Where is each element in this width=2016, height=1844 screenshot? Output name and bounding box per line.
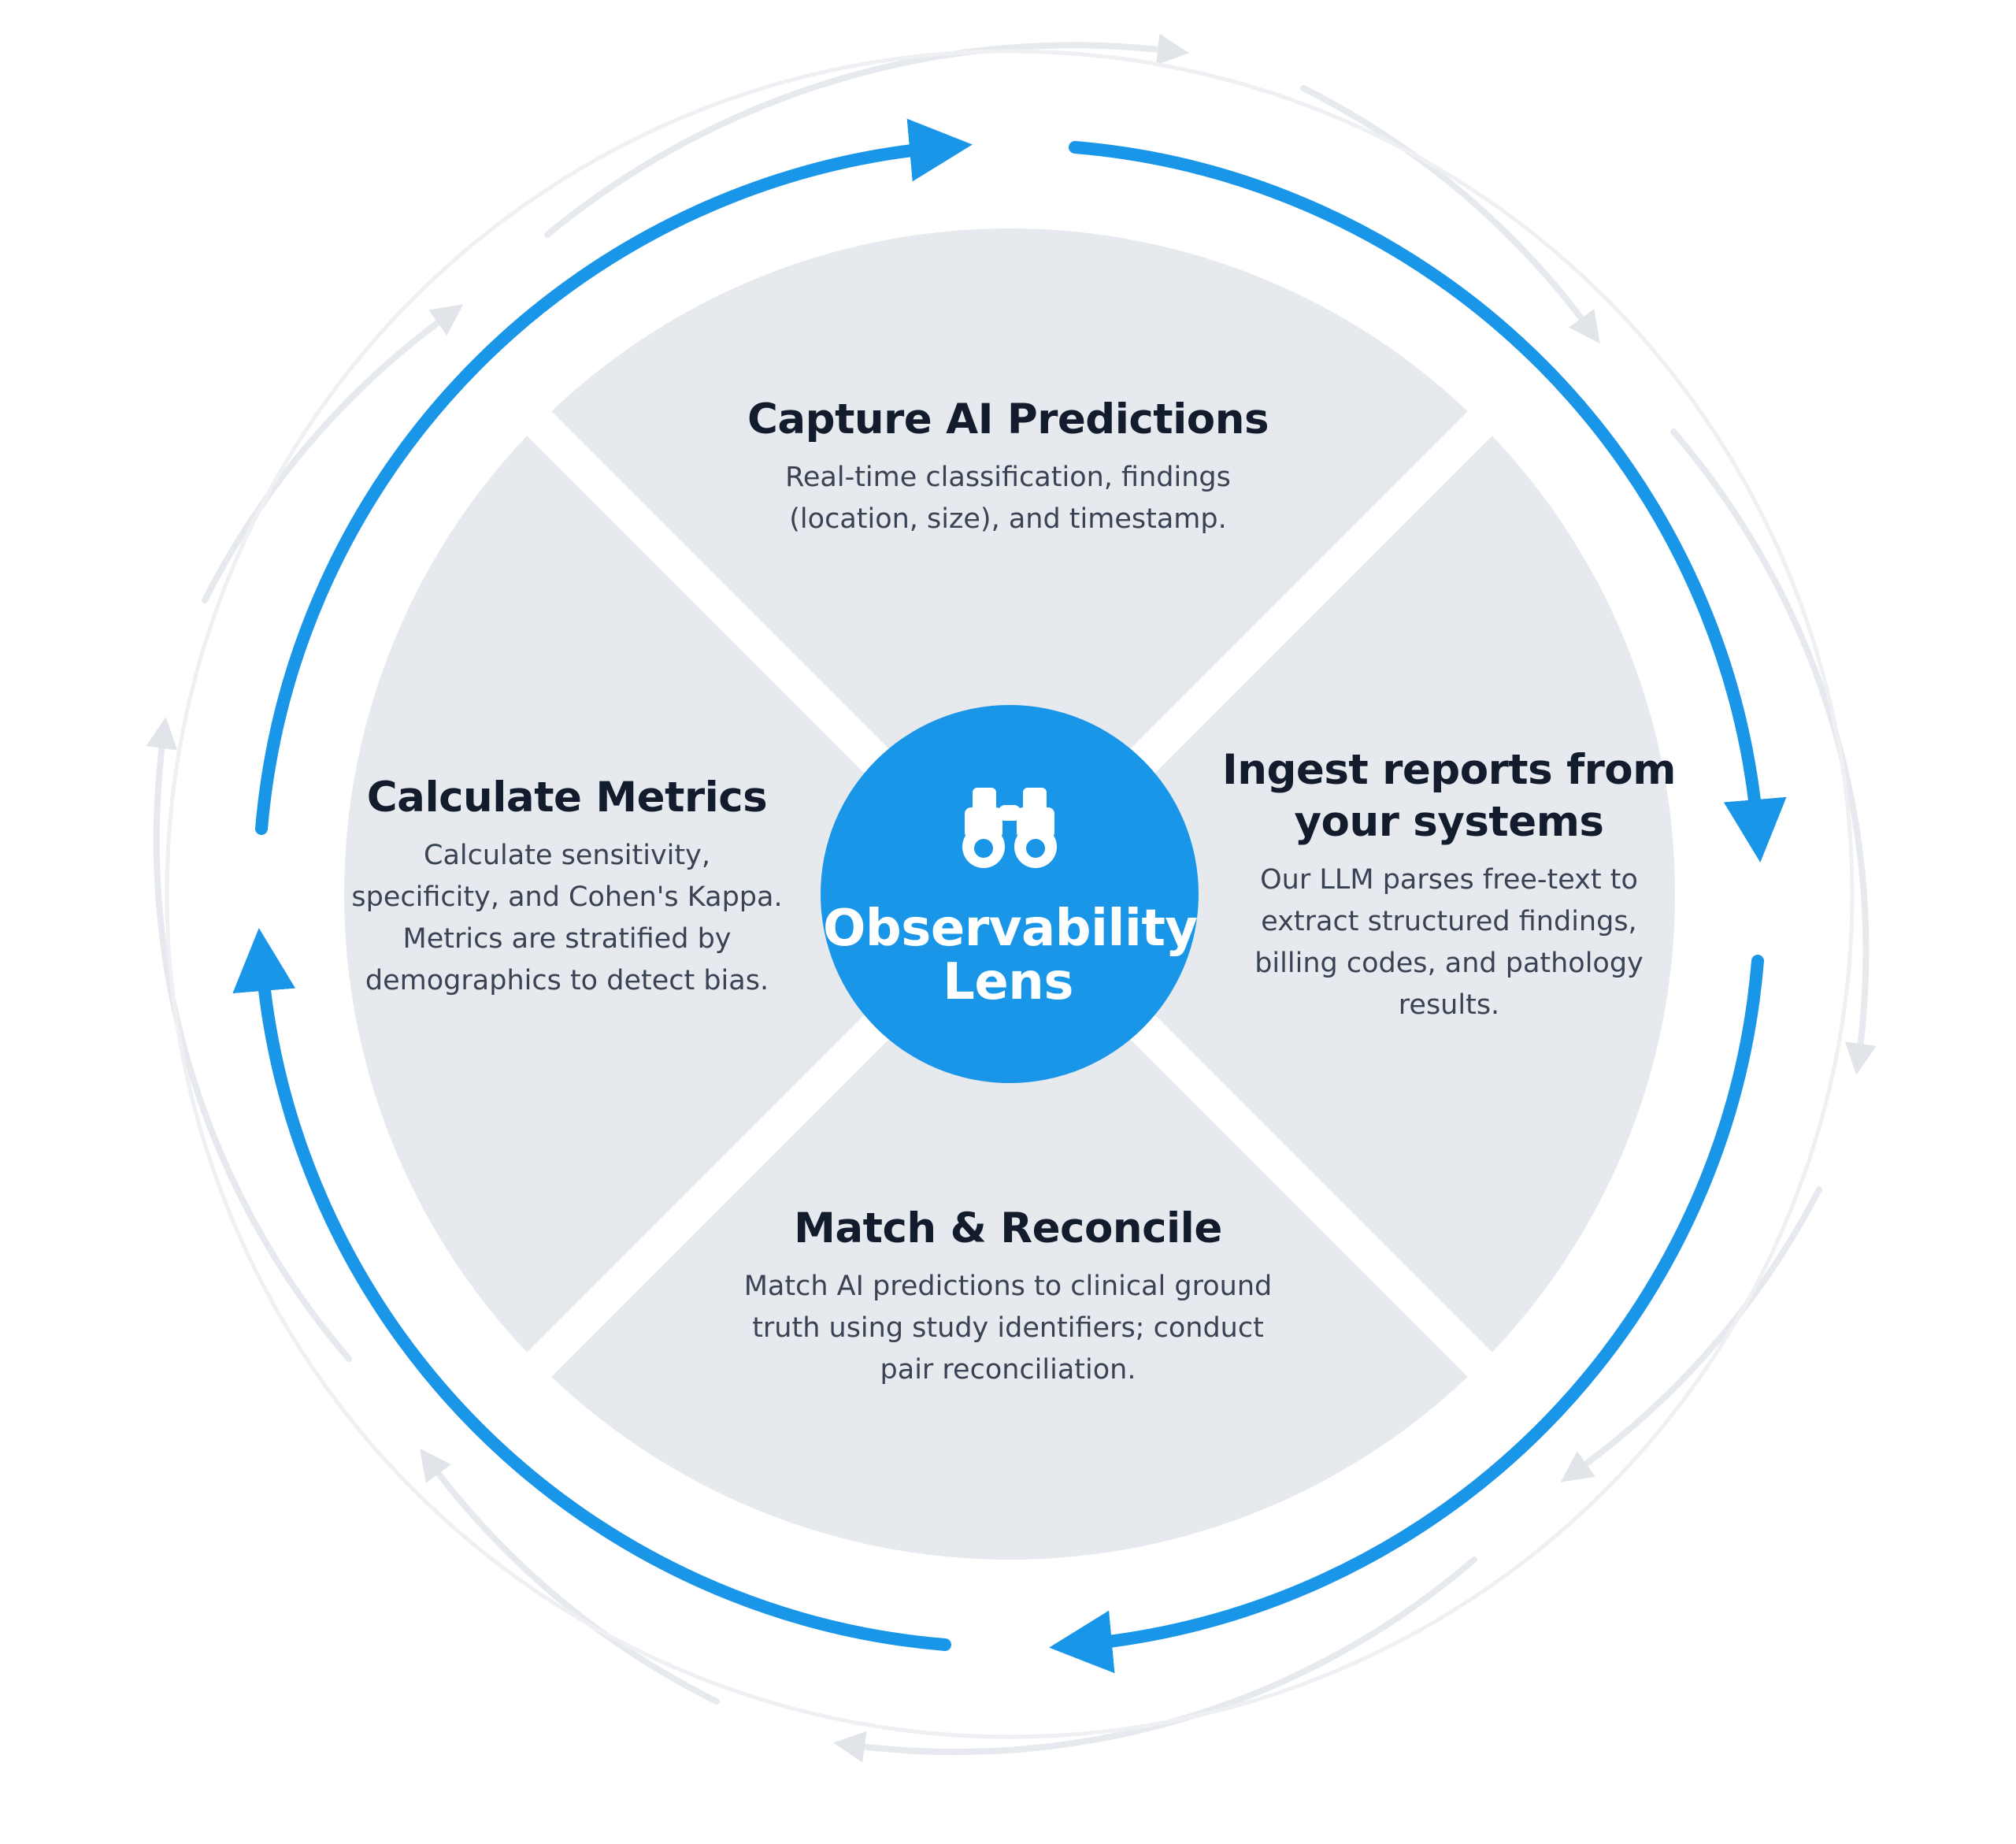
outer-decorative-rings (146, 33, 1877, 1763)
outer-arc-top-right (1300, 85, 1600, 344)
segment-description-line: Metrics are stratified by (402, 923, 732, 955)
segment-description-line: billing codes, and pathology (1254, 948, 1644, 979)
segment-description: Match AI predictions to clinical ground … (693, 1266, 1323, 1391)
segment-description-line: truth using study identifiers; conduct (752, 1312, 1264, 1344)
arrow-bottom-to-left (232, 928, 951, 1651)
segment-description-line: Calculate sensitivity, (424, 840, 710, 871)
center-title: Observability Lens (823, 900, 1198, 1011)
segment-description-line: demographics to detect bias. (365, 965, 769, 996)
center-title-line1: Observability (823, 900, 1198, 958)
arrow-top-left-to-top (255, 118, 973, 835)
binoculars-icon (962, 788, 1057, 868)
segment-description: Real-time classification, findings (loca… (693, 457, 1323, 540)
segment-title: Capture AI Predictions (747, 395, 1269, 443)
segment-description-line: Real-time classification, findings (785, 462, 1231, 493)
outer-arc-left (146, 717, 352, 1362)
outer-arc-top (544, 33, 1189, 238)
outer-arc-bottom-left (420, 1448, 720, 1705)
outer-arc-top-left (202, 304, 464, 603)
arrow-right-to-bottom (1049, 955, 1764, 1674)
outer-ring-faint (165, 49, 1855, 1739)
center-hub (821, 705, 1199, 1083)
segment-description-line: Our LLM parses free-text to (1260, 864, 1638, 896)
segment-calculate-metrics: Calculate Metrics Calculate sensitivity,… (327, 772, 807, 1002)
center-title-line2: Lens (943, 953, 1073, 1011)
center-hub-circle (821, 705, 1199, 1083)
segment-description-line: results. (1398, 989, 1500, 1021)
segment-capture-predictions: Capture AI Predictions Real-time classif… (693, 394, 1323, 540)
segment-description-line: specificity, and Cohen's Kappa. (351, 881, 783, 913)
arrow-top-to-right (1069, 141, 1787, 863)
segment-ingest-reports: Ingest reports from your systems Our LLM… (1209, 744, 1689, 1026)
segment-title: Calculate Metrics (366, 774, 768, 822)
outer-arc-bottom-right (1560, 1186, 1822, 1482)
segment-description: Our LLM parses free-text to extract stru… (1209, 859, 1689, 1026)
segment-description-line: (location, size), and timestamp. (789, 503, 1227, 535)
segment-title: Match & Reconcile (794, 1204, 1222, 1252)
segment-title-line: Ingest reports from (1222, 746, 1676, 794)
segment-title: Ingest reports from your systems (1209, 744, 1689, 848)
segment-description-line: Match AI predictions to clinical ground (743, 1271, 1273, 1302)
segment-description: Calculate sensitivity, specificity, and … (327, 835, 807, 1002)
segment-description-line: pair reconciliation. (880, 1354, 1136, 1386)
segment-description-line: extract structured findings, (1261, 906, 1637, 937)
segment-title-line: your systems (1294, 798, 1604, 846)
cycle-arrows (232, 118, 1787, 1674)
segment-match-reconcile: Match & Reconcile Match AI predictions t… (693, 1203, 1323, 1391)
